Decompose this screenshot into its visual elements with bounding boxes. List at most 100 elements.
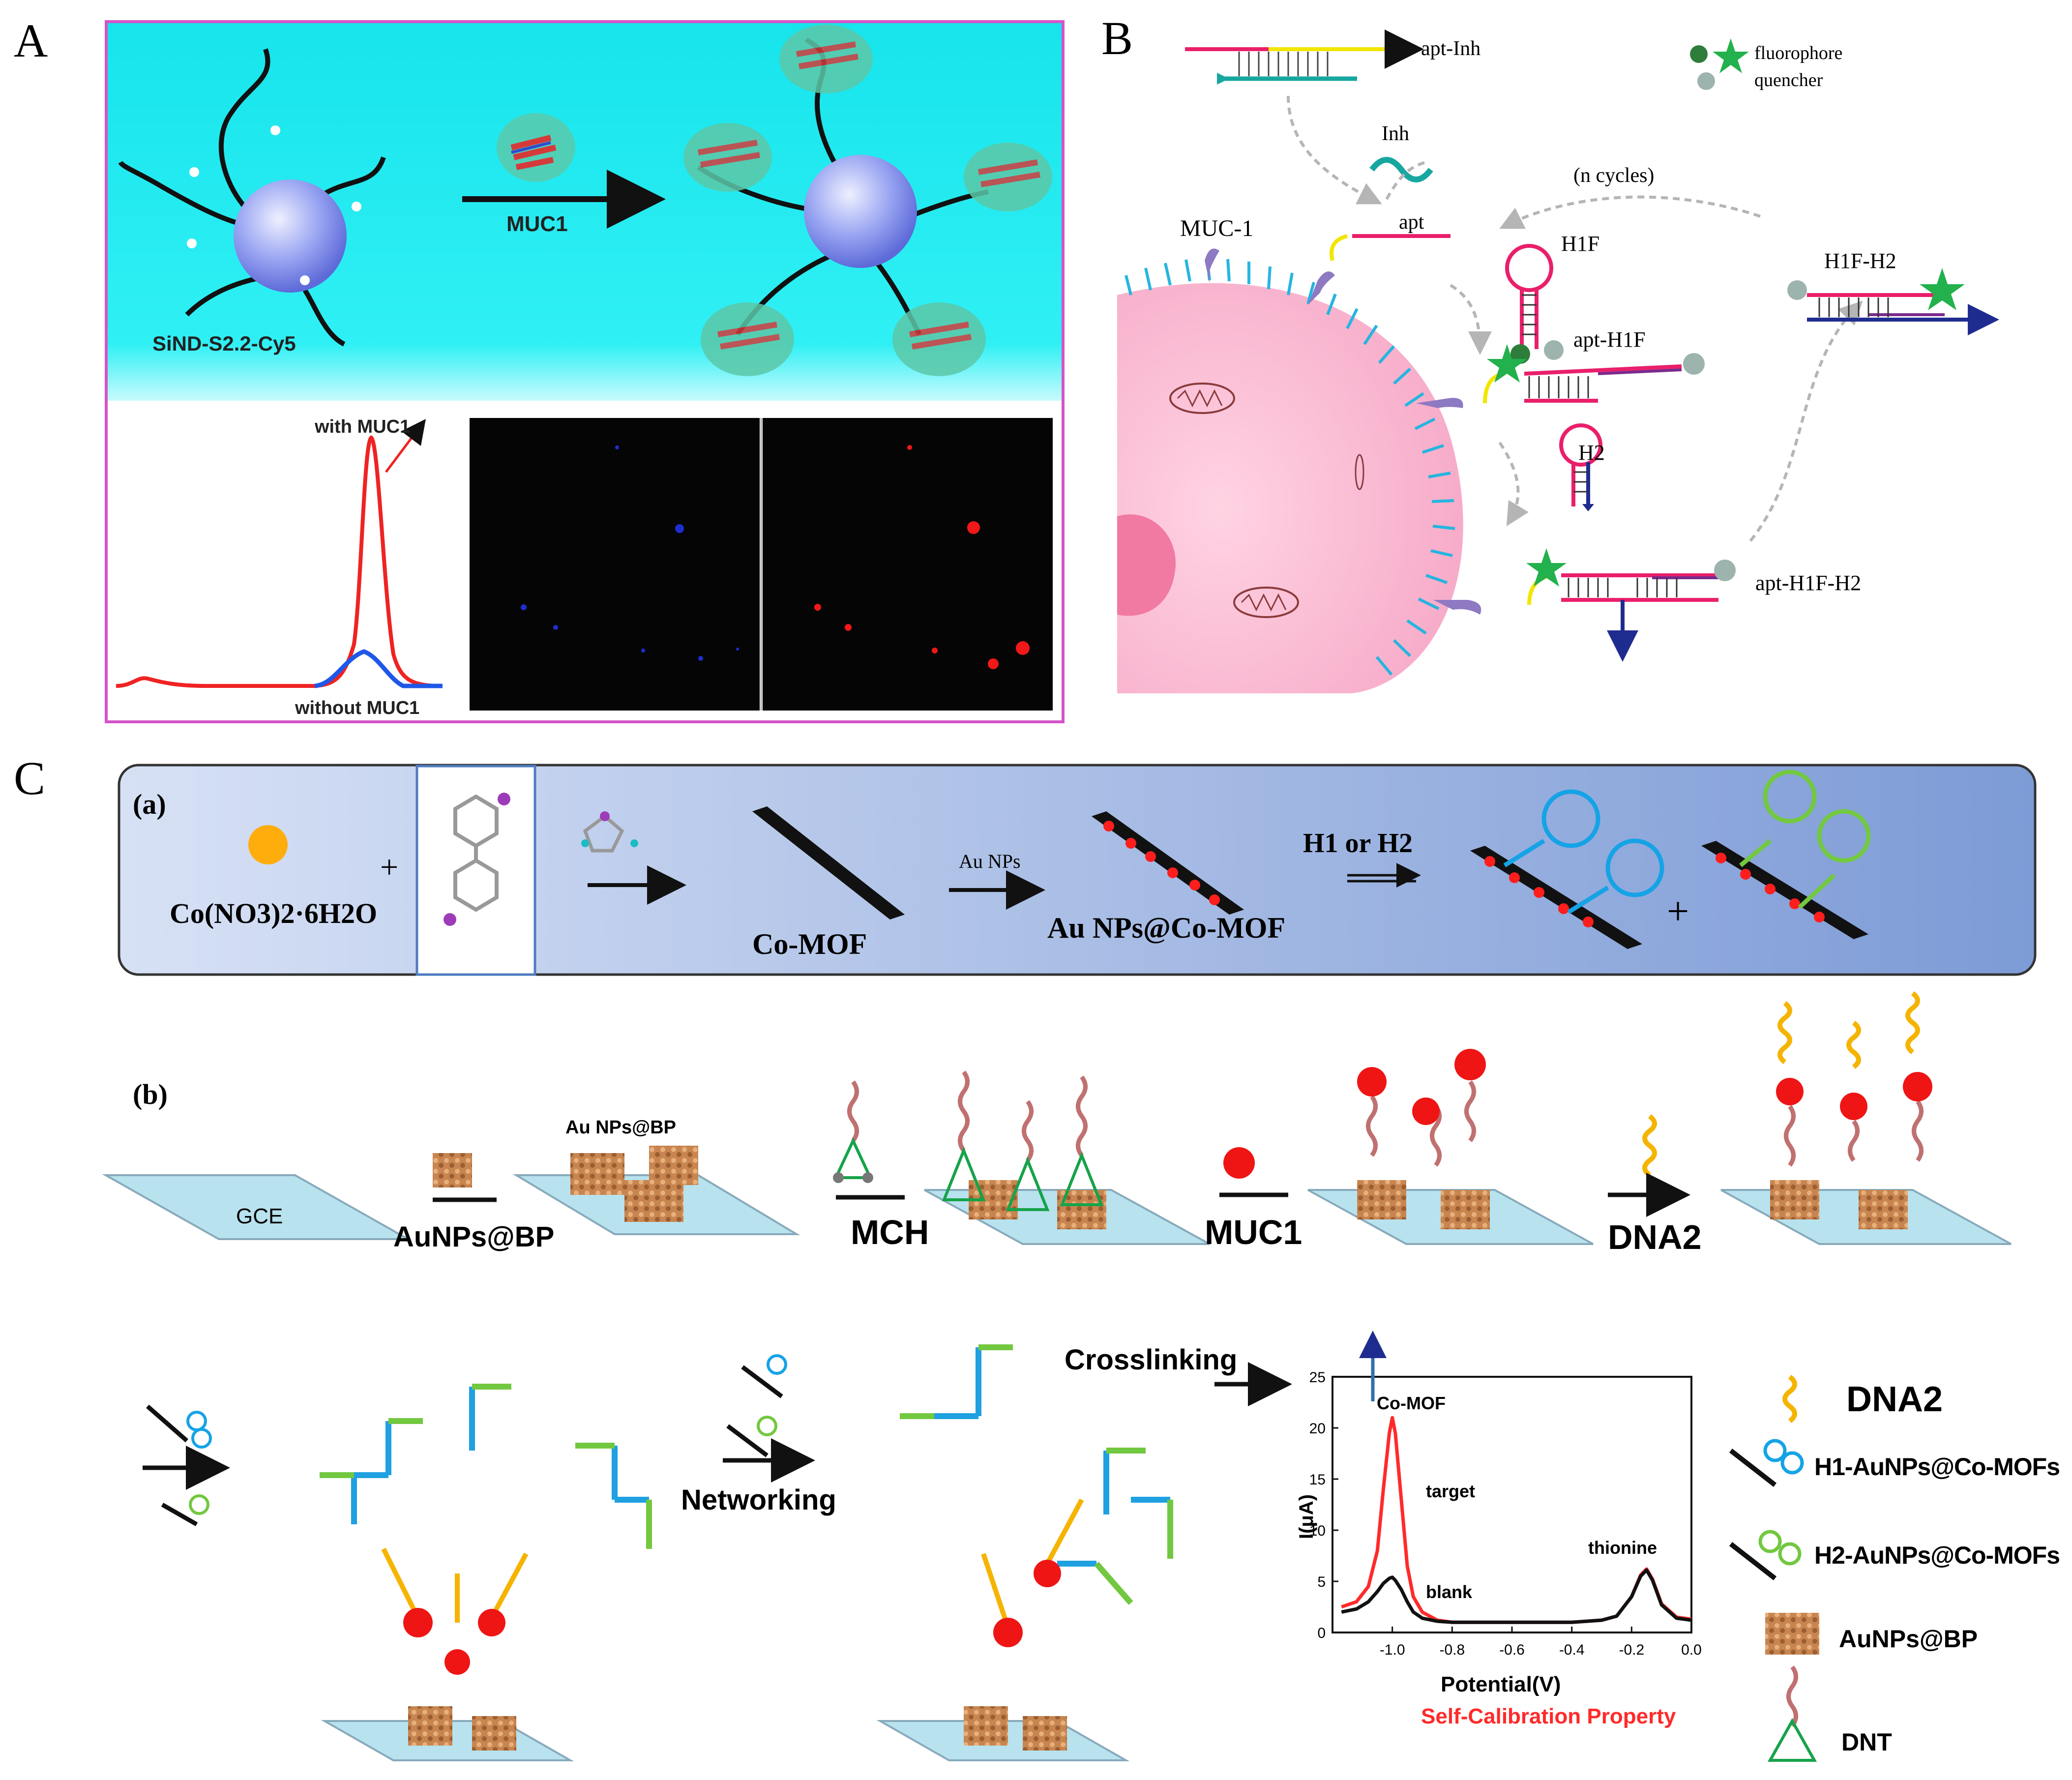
conjugate-label: SiND-S2.2-Cy5 [152,332,296,355]
curve-with-muc1 [116,435,443,688]
chart-annot-blank: blank [1426,1582,1473,1602]
dnt-probe-icon [833,1080,873,1183]
label-h2: H2 [1578,441,1605,465]
h1f-hairpin: H1F [1505,232,1599,364]
y-tick-label: 20 [1309,1421,1326,1437]
mch-label: MCH [851,1213,929,1251]
muc1-label: MUC1 [1205,1213,1302,1251]
sind-conjugate: SiND-S2.2-Cy5 [118,48,386,355]
chart-xlabel: Potential(V) [1441,1672,1561,1696]
apt-inh-duplex: apt-Inh [1185,30,1480,85]
h2-mof-product [1701,770,1871,939]
h1-or-h2-label: H1 or H2 [1303,828,1413,859]
chart-axes [1332,1376,1692,1633]
h1f-h2-product: H1F-H2 [1787,249,1999,335]
bp-block-icon [433,1153,472,1187]
ligand-box [415,765,536,976]
panel-b: B fluorophore quencher apt-Inh Inh (n cy… [1101,12,1999,693]
panel-b-letter: B [1101,12,1133,64]
electrode-with-muc1 [1307,1049,1594,1245]
au-nps-bp-label: Au NPs@BP [565,1117,676,1138]
mof-mini-icons-middle [726,1354,787,1457]
apt-h1f-complex: apt-H1F [1483,327,1705,404]
electrode-with-bp: Au NPs@BP [512,1117,800,1235]
gce-label: GCE [236,1204,283,1228]
dna2-label: DNA2 [1608,1218,1702,1256]
networking-label: Networking [681,1484,836,1516]
au-nps-arrow-label: Au NPs [959,850,1021,872]
label-apt: apt [1399,211,1424,234]
imidazole-linker-icon [583,814,624,853]
apt-h1f-h2-complex: apt-H1F-H2 [1526,548,1861,662]
label-h1f-h2: H1F-H2 [1824,249,1896,273]
dna2-strand-icon [1642,1114,1657,1177]
inh-strand [1369,157,1433,182]
chart-series [1341,1416,1692,1624]
x-tick-label: 0.0 [1681,1642,1702,1658]
muc1-ball-icon [1223,1147,1255,1179]
network-assembly-2 [876,1344,1173,1761]
legend-bp-icon [1765,1613,1819,1655]
muc1-protein-icon [497,113,575,182]
cobalt-ion-icon [248,825,288,864]
microscopy-images [470,418,1053,711]
au-nps-co-mof-label: Au NPs@Co-MOF [1047,912,1285,944]
chart-annot-thionine: thionine [1588,1538,1657,1558]
mof-mini-icons-left [146,1404,212,1526]
legend-h2-icon [1729,1542,1777,1580]
label-h1f: H1F [1561,232,1599,256]
curve-without-muc1 [314,649,443,688]
co-mof-label: Co-MOF [752,928,867,960]
plus-sign-a: + [380,849,398,885]
co-mof-rod [752,806,905,920]
panel-c-a-banner [118,764,2037,976]
panel-c-legend: DNA2 H1-AuNPs@Co-MOFs H2-AuNPs@Co-MOFs A… [1729,1375,2060,1762]
plus-sign-products: + [1667,890,1689,933]
crosslinking-label: Crosslinking [1065,1344,1237,1376]
panel-a: A SiND-S2.2-Cy5 MUC1 [14,14,1065,723]
label-apt-inh: apt-Inh [1421,37,1480,60]
chart-annot-target: target [1426,1481,1475,1501]
microscopy-blue-channel [470,418,760,711]
legend-dnt-icon [1786,1665,1798,1727]
label-apt-h1f-h2: apt-H1F-H2 [1755,571,1861,595]
gce-electrode: GCE [102,1174,412,1240]
panel-c: C (a) Co(NO3)2·6H2O + Co-MOF Au NPs [14,752,2060,1762]
aunps-bp-arrow-label: AuNPs@BP [393,1221,554,1253]
cell: MUC-1 [1117,215,1481,693]
label-inh: Inh [1382,122,1409,145]
legend-h2-label: H2-AuNPs@Co-MOFs [1814,1542,2060,1569]
label-n-cycles: (n cycles) [1573,164,1654,187]
x-tick-label: -0.2 [1619,1642,1644,1658]
cobalt-salt-label: Co(NO3)2·6H2O [170,897,377,929]
y-tick-label: 15 [1309,1472,1326,1488]
panel-a-letter: A [14,14,48,67]
series-line-blank [1341,1568,1692,1624]
chart-annot-comof: Co-MOF [1377,1393,1446,1413]
h2-hairpin: H2 [1559,423,1605,511]
chart-ylabel: I(μA) [1296,1494,1317,1539]
fluorophore-star-icon [1713,38,1749,73]
legend-dnt-label: DNT [1841,1728,1892,1756]
panel-c-letter: C [14,752,45,804]
series-line-target [1341,1416,1692,1624]
sind-conjugate-bound [683,25,1052,376]
microscopy-red-channel [763,418,1053,711]
x-tick-label: -0.6 [1499,1642,1525,1658]
legend-h1-label: H1-AuNPs@Co-MOFs [1814,1453,2060,1481]
panel-c-sub-b: (b) [133,1078,168,1110]
legend-fluorophore: fluorophore [1754,43,1842,63]
curve-with-label: with MUC1 [314,416,410,437]
panel-c-sub-a: (a) [133,788,166,820]
x-tick-label: -1.0 [1380,1642,1405,1658]
legend-dna2-icon [1782,1375,1797,1423]
panel-a-arrow-label: MUC1 [506,212,568,236]
au-nps-co-mof-rod [1092,811,1244,915]
electrode-with-dnt [924,1070,1210,1245]
y-tick-label: 25 [1309,1369,1326,1386]
label-apt-h1f: apt-H1F [1573,327,1646,352]
